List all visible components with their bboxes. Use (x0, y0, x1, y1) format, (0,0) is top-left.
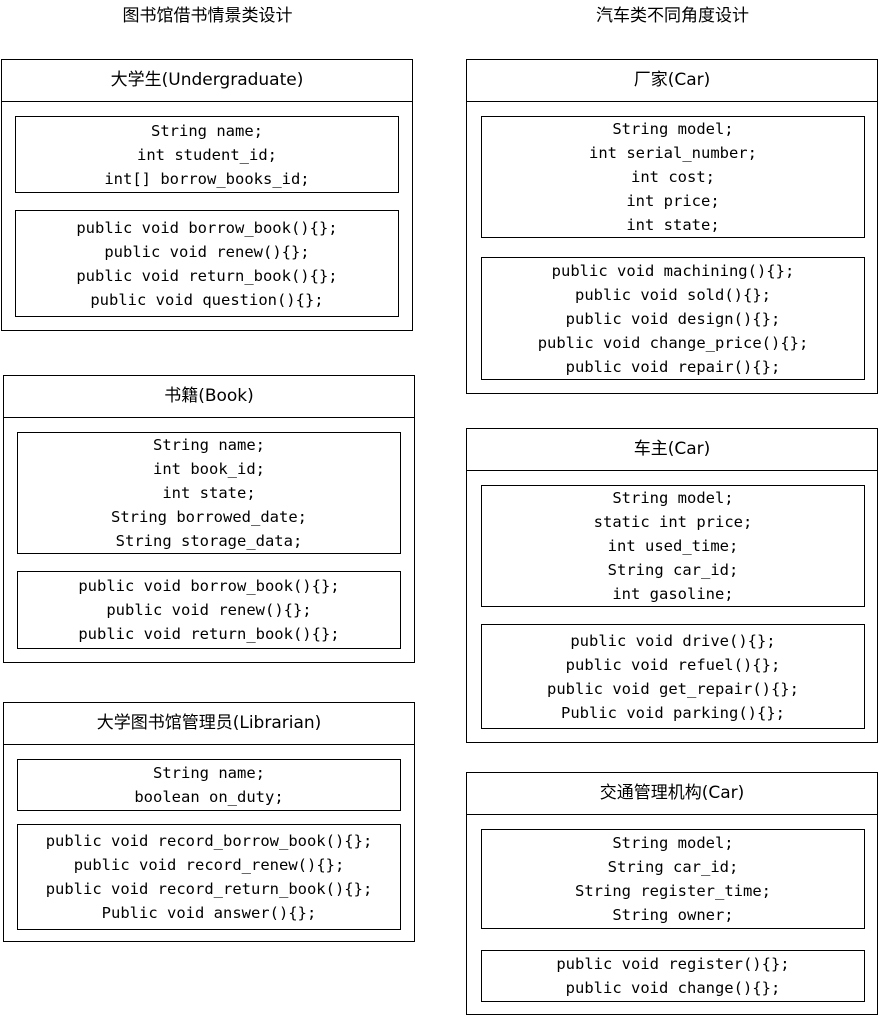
left-column-heading: 图书馆借书情景类设计 (122, 6, 293, 26)
class-title: 车主(Car) (467, 429, 877, 471)
attribute-line: String model; (612, 834, 734, 852)
attribute-line: int[] borrow_books_id; (104, 169, 310, 188)
class-manufacturer: 厂家(Car) String model; int serial_number;i… (466, 59, 878, 394)
attributes-section: String name; int student_id; int[] borrow_… (15, 116, 399, 193)
methods-section: public void machining(){}; public void so… (481, 257, 865, 380)
attribute-line: int gasoline; (612, 585, 734, 603)
method-line: public void record_return_book(){}; (45, 880, 373, 898)
attribute-line: int serial_number; (589, 144, 757, 162)
class-title: 厂家(Car) (467, 60, 877, 102)
methods-section: public void borrow_book(){};public void … (15, 210, 399, 317)
method-line: public void record_renew(){}; (73, 856, 345, 874)
attribute-line: static int price; (593, 513, 753, 531)
class-traffic-authority: 交通管理机构(Car) String model;String car_id;S… (466, 772, 878, 1015)
attributes-section: String model; int serial_number;int cost;… (481, 116, 865, 238)
method-line: public void change_price(){}; (537, 333, 809, 352)
attributes-section: String name; int book_id;int state; String… (17, 432, 401, 554)
class-title: 大学生(Undergraduate) (2, 60, 412, 102)
attributes-section: String model; String car_id; String regist… (481, 829, 865, 929)
attribute-line: int state; (162, 484, 256, 502)
attribute-line: int cost; (631, 168, 715, 186)
attribute-line: String model; (612, 120, 734, 138)
method-line: public void renew(){}; (104, 242, 310, 261)
method-line: Public void parking(){}; (561, 703, 785, 722)
attribute-line: int price; (626, 192, 720, 210)
attribute-line: String model; (612, 489, 734, 507)
attribute-line: int used_time; (607, 537, 739, 555)
attribute-line: String name; (151, 121, 263, 140)
class-title: 大学图书馆管理员(Librarian) (4, 703, 414, 745)
attribute-line: int book_id; (153, 460, 265, 478)
method-line: public void renew(){}; (106, 601, 312, 619)
method-line: public void get_repair(){}; (547, 679, 799, 698)
method-line: public void question(){}; (90, 290, 324, 309)
method-line: public void refuel(){}; (565, 655, 781, 674)
class-undergraduate: 大学生(Undergraduate) String name; int stude… (1, 59, 413, 331)
class-book: 书籍(Book) String name; int book_id;int sta… (3, 375, 415, 663)
attribute-line: String owner; (612, 906, 734, 924)
attribute-line: int state; (626, 216, 720, 234)
methods-section: public void record_borrow_book(){};publi… (17, 824, 401, 930)
methods-section: public void drive(){}; public void refuel… (481, 624, 865, 729)
right-column-heading: 汽车类不同角度设计 (596, 6, 749, 26)
methods-section: public void borrow_book(){};public void … (17, 571, 401, 649)
attribute-line: String car_id; (607, 858, 739, 876)
method-line: public void borrow_book(){}; (78, 577, 340, 595)
method-line: public void register(){}; (556, 955, 790, 973)
attribute-line: String borrowed_date; (111, 508, 307, 526)
attributes-section: String model; static int price; int used_t… (481, 485, 865, 607)
class-title: 交通管理机构(Car) (467, 773, 877, 815)
methods-section: public void register(){}; public void cha… (481, 950, 865, 1002)
attributes-section: String name; boolean on_duty; (17, 759, 401, 811)
class-owner: 车主(Car) String model; static int price; in… (466, 428, 878, 743)
method-line: public void design(){}; (565, 309, 781, 328)
method-line: Public void answer(){}; (101, 904, 317, 922)
attribute-line: String storage_data; (115, 532, 303, 550)
method-line: public void machining(){}; (551, 261, 795, 280)
class-title: 书籍(Book) (4, 376, 414, 418)
method-line: public void record_borrow_book(){}; (45, 832, 373, 850)
method-line: public void repair(){}; (565, 357, 781, 376)
attribute-line: String car_id; (607, 561, 739, 579)
attribute-line: String name; (153, 436, 265, 454)
attribute-line: int student_id; (137, 145, 277, 164)
method-line: public void return_book(){}; (78, 625, 340, 643)
method-line: public void return_book(){}; (76, 266, 338, 285)
method-line: public void sold(){}; (575, 285, 771, 304)
method-line: public void borrow_book(){}; (76, 218, 338, 237)
class-librarian: 大学图书馆管理员(Librarian) String name; boolean … (3, 702, 415, 942)
method-line: public void change(){}; (565, 979, 781, 997)
attribute-line: String name; (153, 764, 265, 782)
method-line: public void drive(){}; (570, 631, 776, 650)
attribute-line: String register_time; (575, 882, 771, 900)
attribute-line: boolean on_duty; (134, 788, 284, 806)
